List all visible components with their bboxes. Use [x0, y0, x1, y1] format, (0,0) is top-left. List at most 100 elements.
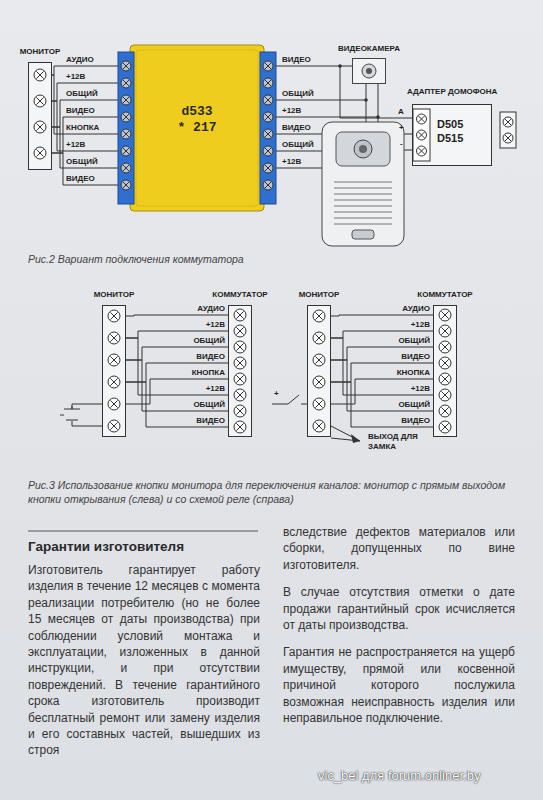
screw	[108, 398, 120, 410]
screw	[313, 354, 325, 366]
screw	[121, 146, 131, 156]
figure-caption: Рис.2 Вариант подключения коммутатора	[28, 252, 244, 266]
panel-wires	[276, 134, 322, 168]
terminal-strip	[29, 63, 52, 170]
screw	[121, 180, 131, 190]
door-panel	[322, 122, 404, 246]
screw	[123, 148, 129, 154]
paragraph: Изготовитель гарантирует работу изделия …	[28, 562, 260, 759]
screw	[441, 343, 448, 350]
screw	[417, 146, 427, 156]
screw	[265, 97, 271, 103]
adapter-heading: АДАПТЕР ДОМОФОНА	[407, 87, 497, 97]
wire-label: +12В	[282, 157, 301, 167]
speaker-grille	[334, 182, 392, 224]
strip-heading: МОНИТОР	[20, 47, 61, 57]
camera-window	[336, 132, 390, 166]
watermark: vic_bel для forum.onliner.by	[318, 768, 480, 784]
paragraph: Гарантия не распространяется на ущерб им…	[283, 644, 515, 726]
screw	[439, 389, 451, 401]
wire	[331, 360, 433, 411]
screw	[34, 147, 46, 159]
screw	[439, 373, 451, 385]
terminal-strip: КОММУТАТОР	[228, 305, 252, 437]
wire-label: ОБЩИЙ	[282, 140, 314, 150]
wire	[331, 338, 433, 395]
screw	[315, 356, 322, 363]
terminal-strip	[353, 59, 387, 85]
screw	[36, 149, 43, 156]
wire-label: КНОПКА	[153, 368, 225, 378]
terminal-strip	[433, 305, 457, 437]
screw	[263, 146, 273, 156]
strip-heading: МОНИТОР	[94, 290, 135, 300]
wire-label: ВИДЕО	[358, 352, 430, 362]
screw	[123, 182, 129, 188]
screw	[234, 357, 246, 369]
screw	[419, 116, 425, 122]
wire	[52, 83, 118, 101]
wire-label: +12В	[153, 384, 225, 394]
section-heading: Гарантии изготовителя	[28, 538, 184, 555]
device-marking: d533 * 217	[176, 104, 218, 136]
video-camera: ВИДЕОКАМЕРА	[352, 58, 386, 84]
terminal-strip	[434, 306, 457, 437]
lens	[359, 145, 367, 153]
screw	[313, 332, 325, 344]
screw	[110, 356, 117, 363]
screw	[236, 359, 243, 366]
wire	[52, 153, 118, 185]
screw	[36, 71, 43, 78]
screw	[121, 129, 131, 139]
screw	[441, 407, 448, 414]
terminal-block	[260, 52, 276, 204]
screw	[265, 131, 271, 137]
screw	[236, 375, 243, 382]
screw	[121, 78, 131, 88]
lens	[362, 64, 376, 78]
screw	[263, 129, 273, 139]
screw	[265, 114, 271, 120]
screw	[121, 95, 131, 105]
wire	[126, 382, 228, 427]
screw	[505, 119, 511, 141]
terminal-strip: КОММУТАТОР	[433, 305, 457, 437]
screw	[236, 391, 243, 398]
wire-label: ВИДЕО	[153, 352, 225, 362]
screw	[263, 61, 273, 71]
wire-label: ОБЩИЙ	[282, 89, 332, 99]
wire-label: ВИДЕО	[153, 416, 225, 426]
screw	[439, 421, 451, 433]
wire	[276, 66, 352, 67]
commutator-body	[130, 45, 264, 211]
screw	[439, 341, 451, 353]
screw	[108, 354, 120, 366]
wire-label: АУДИО	[66, 55, 114, 65]
terminal-strip	[228, 305, 252, 437]
wire-label: +12В	[358, 320, 430, 330]
wire-label: АУДИО	[153, 304, 225, 314]
screw	[110, 378, 117, 385]
screw	[315, 334, 322, 341]
screw	[441, 375, 448, 382]
pin-label: A	[398, 107, 404, 117]
screw	[263, 163, 273, 173]
wire-label: КНОПКА	[66, 123, 114, 133]
paragraph: вследствие дефектов материалов или сборк…	[283, 524, 515, 573]
figure-caption: Рис.3 Использование кнопки монитора для …	[28, 478, 518, 506]
button-symbol	[60, 415, 64, 416]
screw	[236, 343, 243, 350]
screw	[441, 311, 448, 318]
screw	[313, 376, 325, 388]
arrow-head	[351, 434, 360, 443]
terminal-strip	[102, 305, 126, 437]
screw	[417, 114, 427, 124]
screw	[234, 389, 246, 401]
wire-label: ВИДЕО	[282, 55, 332, 65]
wire	[331, 315, 433, 316]
terminal-strip	[308, 306, 331, 437]
screw	[441, 327, 448, 334]
wire-label: ОБЩИЙ	[66, 157, 114, 167]
screw	[110, 400, 117, 407]
screw	[36, 97, 43, 104]
